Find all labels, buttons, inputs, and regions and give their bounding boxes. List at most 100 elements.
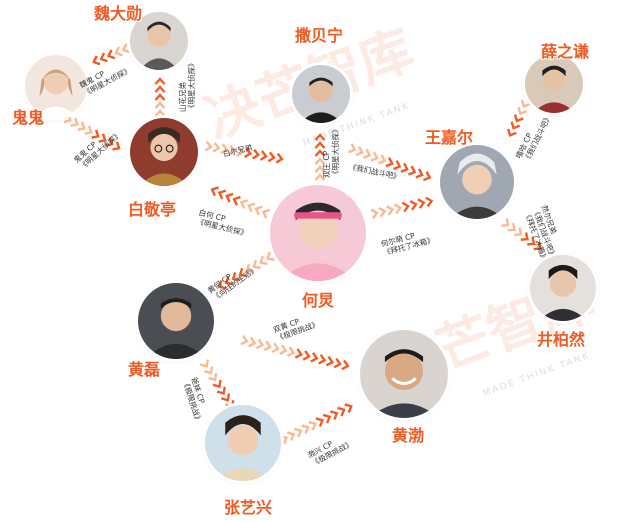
arrow-gui-bai (63, 113, 121, 151)
arrow-chevron (279, 344, 288, 355)
arrow-xue-wang (507, 99, 531, 138)
avatar-weidaxun (130, 12, 188, 70)
arrow-chevron (252, 259, 261, 270)
arrow-chevron (210, 186, 219, 197)
arrow-chevron (84, 125, 93, 135)
arrow-chevron (220, 143, 229, 155)
arrow-chevron (294, 348, 303, 359)
arrow-chevron (261, 208, 271, 219)
arrow-chevron (216, 386, 226, 395)
arrow-chevron (294, 427, 303, 438)
arrow-chevron (347, 143, 357, 154)
arrow-chevron (510, 121, 521, 130)
arrow-chevron (212, 379, 222, 389)
arrow-chevron (263, 340, 272, 352)
arrow-chevron (527, 236, 536, 246)
arrow-he-sa (314, 133, 326, 181)
arrow-chevron (212, 142, 221, 153)
arrow-chevron (337, 406, 346, 417)
arrow-chevron (154, 85, 166, 93)
avatar-sabeining (292, 65, 350, 123)
arrow-chevron (255, 338, 265, 350)
arrow-chevron (501, 218, 510, 227)
arrow-bai-sa (204, 140, 284, 164)
arrow-chevron (232, 195, 241, 206)
person-name-weidaxun: 魏大勋 (94, 4, 143, 23)
avatar-jingboran (530, 255, 596, 321)
arrow-chevron (370, 151, 379, 162)
arrow-chevron (228, 144, 237, 156)
arrow-chevron (231, 271, 241, 282)
arrow-chevron (314, 157, 326, 165)
arrow-chevron (154, 109, 166, 117)
arrow-he-bai (210, 186, 271, 219)
arrow-chevron (105, 137, 114, 147)
arrow-chevron (247, 202, 256, 213)
arrow-chevron (121, 43, 131, 54)
arrow-chevron (308, 420, 317, 431)
arrow-he-wang (370, 196, 434, 220)
arrow-chevron (378, 206, 387, 218)
arrow-chevron (400, 162, 409, 173)
person-name-baijingting: 白敬亭 (128, 200, 177, 219)
arrow-chevron (225, 192, 234, 203)
arrow-chevron (251, 148, 261, 160)
arrow-chevron (318, 354, 327, 365)
person-name-huangbo: 黄渤 (392, 426, 425, 445)
arrow-chevron (301, 424, 310, 434)
arrow-chevron (106, 49, 116, 60)
arrow-chevron (417, 198, 426, 209)
arrow-chevron (208, 372, 218, 382)
arrow-chevron (407, 165, 417, 176)
avatar-baijingting (130, 118, 198, 186)
arrow-chevron (275, 152, 284, 164)
person-name-wangjiaer: 王嘉尔 (425, 128, 474, 147)
arrow-chevron (362, 148, 372, 159)
arrow-chevron (217, 189, 227, 200)
arrow-chevron (393, 203, 403, 214)
person-name-huanglei: 黄磊 (128, 360, 161, 379)
arrow-chevron (322, 413, 332, 424)
arrow-chevron (199, 359, 209, 368)
arrow-chevron (517, 106, 528, 116)
arrow-chevron (70, 117, 79, 128)
arrow-chevron (112, 141, 121, 151)
arrow-chevron (302, 350, 311, 361)
relation-label-he-sa: 双庄 CP《明星大侦探》 (322, 125, 340, 179)
arrow-chevron (254, 205, 263, 216)
arrow-chevron (415, 168, 424, 179)
avatar-xuezhiqian (525, 55, 583, 113)
arrow-chevron (314, 173, 326, 181)
arrow-chevron (513, 114, 524, 123)
arrow-chevron (204, 366, 214, 375)
arrow-chevron (266, 251, 275, 262)
arrow-huanglei-huangbo (240, 334, 350, 371)
arrow-chevron (520, 99, 531, 109)
arrow-chevron (91, 129, 100, 139)
arrow-chevron (259, 150, 268, 161)
arrow-chevron (355, 146, 364, 157)
arrow-chevron (238, 267, 247, 278)
arrow-chevron (333, 357, 342, 369)
arrow-chevron (377, 154, 387, 165)
arrow-chevron (507, 222, 516, 232)
arrow-he-huanglei (217, 251, 275, 290)
arrow-chevron (240, 334, 249, 346)
arrow-chevron (314, 165, 326, 173)
arrow-chevron (315, 417, 325, 427)
arrow-chevron (77, 121, 86, 131)
arrow-chevron (217, 280, 227, 290)
arrow-chevron (114, 46, 123, 57)
arrow-chevron (236, 146, 245, 157)
arrow-chevron (224, 276, 234, 286)
arrow-chevron (92, 55, 101, 66)
arrow-chevron (63, 113, 72, 124)
avatar-guigui (25, 55, 87, 117)
arrow-chevron (314, 141, 326, 149)
arrow-bai-wei (154, 77, 166, 117)
person-name-guigui: 鬼鬼 (12, 108, 45, 127)
avatar-zhangyixing (205, 405, 281, 481)
avatar-hejiong (270, 185, 366, 281)
arrow-chevron (204, 140, 213, 152)
